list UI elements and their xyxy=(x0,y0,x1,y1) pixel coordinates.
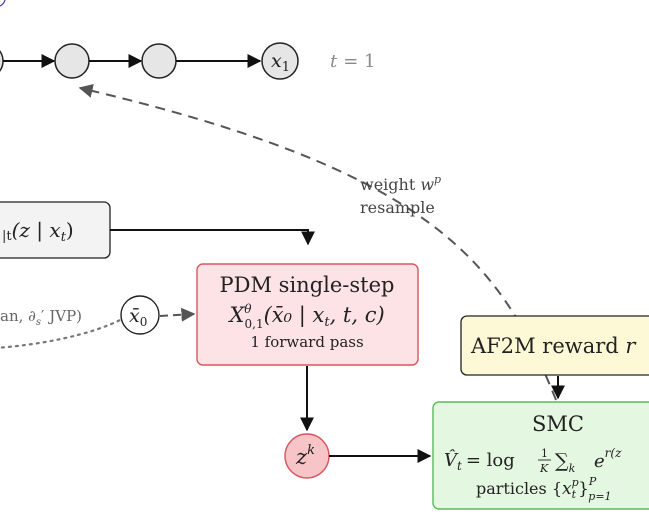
resample-arrow xyxy=(78,84,557,401)
xbar0-label: x̄0 xyxy=(129,305,147,329)
x1-node xyxy=(261,42,299,80)
weight-label: weight wp xyxy=(360,173,441,194)
x1-label: x1 xyxy=(271,50,290,75)
reward-box xyxy=(460,315,649,376)
smc-sum: ∑k xyxy=(555,450,576,475)
reward-label: AF2M reward r xyxy=(470,334,637,358)
jvp-label: an, ∂s′ JVP) xyxy=(0,307,82,328)
smc-exp: er(z xyxy=(594,446,622,472)
chain-node xyxy=(54,43,90,79)
jvp-dotted-path xyxy=(0,318,122,349)
resample-label: resample xyxy=(360,198,435,217)
posterior-to-pdm-arrow xyxy=(110,229,315,246)
xbar0-to-pdm-arrow xyxy=(159,307,196,322)
smc-box xyxy=(432,401,649,510)
smc-title: SMC xyxy=(532,412,584,436)
chain-node-partial xyxy=(0,50,4,72)
posterior-expr: |t(z | xt) xyxy=(2,218,74,245)
pdm-note: 1 forward pass xyxy=(250,333,363,351)
xbar0-node xyxy=(120,295,160,335)
pdm-title: PDM single-step xyxy=(220,273,395,297)
partial-arc xyxy=(0,0,6,7)
t-label: t= 1 xyxy=(330,51,376,72)
chain-node xyxy=(141,43,177,79)
diffusion-chain: x1 t= 1 xyxy=(0,42,376,80)
smc-frac-num: 1 xyxy=(541,447,548,460)
zk-label: zk xyxy=(295,443,315,469)
smc-value-formula: V̂t= log xyxy=(444,449,515,473)
pdm-box xyxy=(196,263,419,366)
smc-frac-den: K xyxy=(539,462,549,475)
